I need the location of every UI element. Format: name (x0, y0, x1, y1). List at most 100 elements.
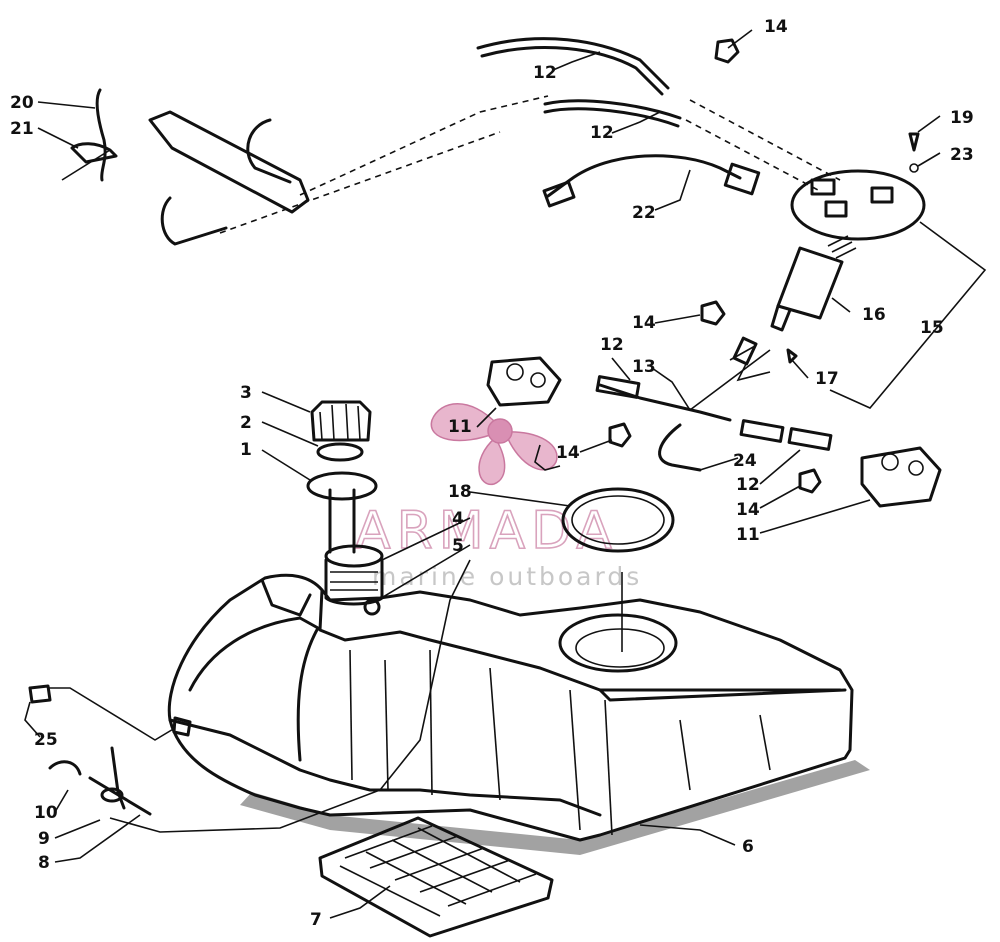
pump-outlet-3 (870, 186, 894, 204)
fuel-sender-11-left (486, 356, 562, 407)
watermark-brand: ARMADA (355, 501, 618, 561)
wire-harness-22 (546, 154, 742, 198)
callout-22: 22 (632, 203, 656, 223)
callout-12: 12 (590, 123, 614, 143)
tank-crease-3 (429, 649, 433, 796)
plug-25 (28, 684, 52, 704)
callout-12: 12 (736, 475, 760, 495)
washer-23 (909, 163, 919, 173)
tank-fitting (172, 716, 192, 737)
clamp-20 (95, 88, 107, 182)
cap-seat-1 (306, 471, 378, 501)
drain-valve (48, 746, 152, 816)
tank-top-ridge (318, 588, 842, 692)
screw-17 (786, 348, 798, 364)
nut-14-low (608, 422, 632, 448)
tank-mount-tab (260, 578, 312, 617)
fuel-sender-11-right (860, 446, 942, 508)
gasket-2 (316, 442, 364, 462)
fuel-tank (167, 544, 870, 855)
hose-upper-12 (476, 37, 670, 90)
filler-tube (328, 488, 356, 554)
callout-25: 25 (34, 730, 58, 750)
hose-mid-12 (543, 99, 682, 120)
pump-outlet-1 (810, 178, 836, 196)
fuel-lines (61, 37, 833, 472)
callout-12: 12 (600, 335, 624, 355)
tank-body (167, 573, 854, 842)
fuel-pump-16 (776, 246, 844, 320)
sleeve-12-right-a (739, 419, 785, 443)
pump-filter (770, 304, 792, 332)
tank-right-panel (598, 688, 847, 702)
tank-crease-1 (349, 649, 353, 781)
pump-opening (575, 628, 665, 668)
harness-plug (723, 162, 761, 196)
callout-2: 2 (240, 413, 252, 433)
clamp-21 (70, 142, 118, 164)
filler-neck-threads (330, 571, 378, 591)
callout-9: 9 (38, 829, 50, 849)
cap-knurl (319, 403, 361, 441)
leader-lines (24, 29, 987, 919)
sleeve-12-right-b (787, 427, 833, 451)
callout-23: 23 (950, 145, 974, 165)
screw-19 (908, 132, 920, 152)
watermark-tagline: marine outboards (372, 562, 642, 591)
callout-5: 5 (452, 536, 464, 556)
pump-gasket-18 (561, 487, 675, 553)
bolt-21 (61, 149, 111, 181)
nut-14-top (714, 38, 740, 64)
callout-21: 21 (10, 119, 34, 139)
callout-3: 3 (240, 383, 252, 403)
tank-left-lobe (188, 616, 320, 762)
tank-crease-8 (759, 714, 771, 771)
vent-nipple (363, 598, 381, 616)
tank-crease-6 (604, 699, 613, 836)
elbow-24 (658, 423, 702, 472)
callout-19: 19 (950, 108, 974, 128)
tank-crease-5 (569, 689, 581, 831)
callout-6: 6 (742, 837, 754, 857)
tank-mid-contour (168, 718, 602, 817)
callout-14: 14 (632, 313, 656, 333)
filler-cap-3 (310, 400, 372, 442)
callout-1: 1 (240, 440, 252, 460)
callout-18: 18 (448, 482, 472, 502)
callout-20: 20 (10, 93, 34, 113)
connector-13 (598, 383, 732, 422)
pump-gasket-18-inner (571, 495, 665, 545)
pad-outline (318, 816, 554, 938)
callout-11: 11 (448, 417, 472, 437)
callout-24: 24 (733, 451, 757, 471)
callout-14: 14 (556, 443, 580, 463)
tank-crease-2 (384, 659, 389, 791)
propeller-logo-icon (430, 403, 558, 485)
callout-7: 7 (310, 910, 322, 930)
pump-flange (790, 169, 926, 241)
tank-pad (318, 816, 554, 938)
callout-11: 11 (736, 525, 760, 545)
pump-spring (827, 235, 857, 259)
pad-waffle-rows (339, 825, 537, 917)
hose-upper-12-b (480, 46, 664, 96)
callout-15: 15 (920, 318, 944, 338)
rail-hose-top (246, 118, 292, 184)
fuel-pump-assembly (770, 169, 926, 332)
fuel-rail (148, 110, 310, 214)
callout-labels: 14 12 12 19 23 22 16 15 17 14 12 13 11 1… (10, 17, 974, 930)
armada-watermark: ARMADA marine outboards (354, 403, 642, 591)
nut-14-right (798, 468, 822, 494)
callout-13: 13 (632, 357, 656, 377)
callout-8: 8 (38, 853, 50, 873)
tank-crease-7 (679, 719, 691, 791)
hose-mid-12-b (543, 107, 680, 128)
callout-12: 12 (533, 63, 557, 83)
callout-17: 17 (815, 369, 839, 389)
callout-16: 16 (862, 305, 886, 325)
nut-14-mid (700, 300, 726, 326)
callout-14: 14 (736, 500, 760, 520)
filler-cap-assembly (306, 400, 378, 554)
callout-4: 4 (452, 509, 464, 529)
